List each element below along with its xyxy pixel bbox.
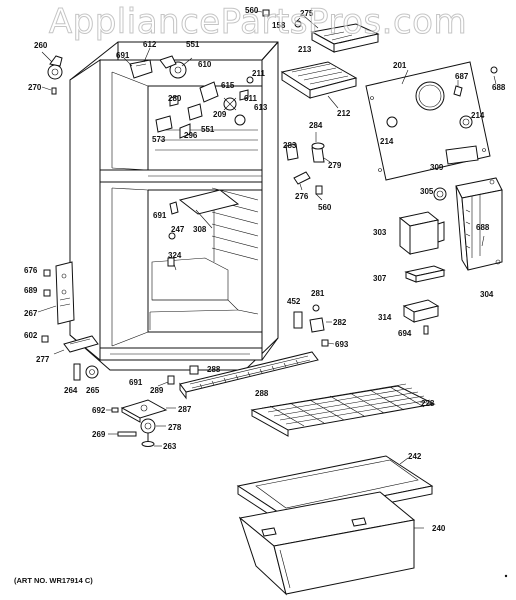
leveling-leg-parts bbox=[106, 375, 176, 447]
screw-part-560-top bbox=[255, 9, 270, 17]
part-label-573: 573 bbox=[152, 135, 166, 144]
part-label-240: 240 bbox=[432, 524, 446, 533]
part-label-551-lower: 551 bbox=[201, 125, 215, 134]
part-label-324: 324 bbox=[168, 251, 182, 260]
part-label-691-mid: 691 bbox=[153, 211, 167, 220]
part-label-305: 305 bbox=[420, 187, 434, 196]
control-housing-part-304 bbox=[455, 177, 503, 271]
part-label-551: 551 bbox=[186, 40, 200, 49]
shelf-bracket-part-308 bbox=[167, 189, 240, 271]
freezer-control-parts bbox=[123, 47, 193, 79]
part-label-211: 211 bbox=[252, 69, 265, 78]
part-label-260: 260 bbox=[34, 41, 48, 50]
corner-dot bbox=[504, 574, 508, 578]
part-label-201: 201 bbox=[393, 61, 407, 70]
part-label-691-lower: 691 bbox=[129, 378, 143, 387]
part-label-265: 265 bbox=[86, 386, 100, 395]
part-label-214-right: 214 bbox=[471, 111, 485, 120]
part-label-613: 613 bbox=[254, 103, 268, 112]
wire-shelf-part-228 bbox=[250, 383, 436, 437]
screw-part-694 bbox=[423, 325, 429, 335]
part-label-270: 270 bbox=[28, 83, 42, 92]
part-label-158: 158 bbox=[272, 21, 286, 30]
part-label-610: 610 bbox=[198, 60, 212, 69]
part-label-284: 284 bbox=[309, 121, 323, 130]
part-label-308: 308 bbox=[193, 225, 207, 234]
part-label-688: 688 bbox=[492, 83, 506, 92]
part-label-309: 309 bbox=[430, 163, 444, 172]
label-plate-part-309 bbox=[445, 145, 479, 165]
knob-part-305 bbox=[433, 187, 447, 201]
side-small-parts bbox=[293, 304, 335, 347]
part-label-279: 279 bbox=[328, 161, 342, 170]
part-label-263: 263 bbox=[163, 442, 177, 451]
toe-grille-part-288 bbox=[179, 351, 319, 400]
evaporator-fan-parts bbox=[155, 76, 254, 139]
part-label-289: 289 bbox=[150, 386, 164, 395]
part-label-264: 264 bbox=[64, 386, 78, 395]
part-label-303: 303 bbox=[373, 228, 387, 237]
part-label-287: 287 bbox=[178, 405, 192, 414]
part-label-314: 314 bbox=[378, 313, 392, 322]
part-label-687: 687 bbox=[455, 72, 469, 81]
part-label-560: 560 bbox=[245, 6, 259, 15]
bracket-part-307 bbox=[404, 265, 446, 283]
part-label-212: 212 bbox=[337, 109, 351, 118]
part-label-275: 275 bbox=[300, 9, 314, 18]
part-label-689: 689 bbox=[24, 286, 38, 295]
part-label-278: 278 bbox=[168, 423, 182, 432]
part-label-277: 277 bbox=[36, 355, 50, 364]
part-label-247: 247 bbox=[171, 225, 185, 234]
part-label-611: 611 bbox=[244, 94, 257, 103]
art-number: (ART NO. WR17914 C) bbox=[14, 576, 93, 585]
part-label-288-upper: 288 bbox=[207, 365, 221, 374]
part-label-228: 228 bbox=[421, 399, 435, 408]
part-label-209: 209 bbox=[213, 110, 227, 119]
part-label-283: 283 bbox=[283, 141, 297, 150]
part-label-282: 282 bbox=[333, 318, 347, 327]
part-label-242: 242 bbox=[408, 452, 422, 461]
part-label-214-left: 214 bbox=[380, 137, 394, 146]
part-label-612: 612 bbox=[143, 40, 157, 49]
part-label-615: 615 bbox=[221, 81, 235, 90]
part-label-692: 692 bbox=[92, 406, 106, 415]
part-label-307: 307 bbox=[373, 274, 387, 283]
thermostat-housing-part-303 bbox=[398, 211, 445, 256]
left-side-parts bbox=[37, 261, 99, 381]
part-label-694: 694 bbox=[398, 329, 412, 338]
part-label-296: 296 bbox=[184, 131, 198, 140]
part-label-602: 602 bbox=[24, 331, 38, 340]
evaporator-cover-part-212 bbox=[280, 61, 358, 109]
part-label-452: 452 bbox=[287, 297, 301, 306]
part-label-676: 676 bbox=[24, 266, 38, 275]
crisper-drawer-part-240 bbox=[238, 491, 424, 596]
part-label-280: 280 bbox=[168, 94, 182, 103]
part-label-688-lower: 688 bbox=[476, 223, 490, 232]
part-label-281: 281 bbox=[311, 289, 325, 298]
housing-part-314 bbox=[402, 299, 440, 323]
part-label-304: 304 bbox=[480, 290, 494, 299]
screw-part-270 bbox=[41, 86, 57, 95]
part-number-labels: 560 275 158 213 260 691 612 551 201 688 … bbox=[24, 6, 506, 533]
part-label-267: 267 bbox=[24, 309, 38, 318]
thermostat-parts bbox=[285, 132, 331, 201]
part-label-288-lower: 288 bbox=[255, 389, 269, 398]
part-label-693: 693 bbox=[335, 340, 349, 349]
fan-shroud-part-213 bbox=[294, 15, 380, 53]
part-label-276: 276 bbox=[295, 192, 309, 201]
part-label-213: 213 bbox=[298, 45, 312, 54]
part-label-560-lower: 560 bbox=[318, 203, 332, 212]
part-label-691: 691 bbox=[116, 51, 130, 60]
part-label-269: 269 bbox=[92, 430, 106, 439]
damper-control-part-260 bbox=[41, 51, 63, 80]
